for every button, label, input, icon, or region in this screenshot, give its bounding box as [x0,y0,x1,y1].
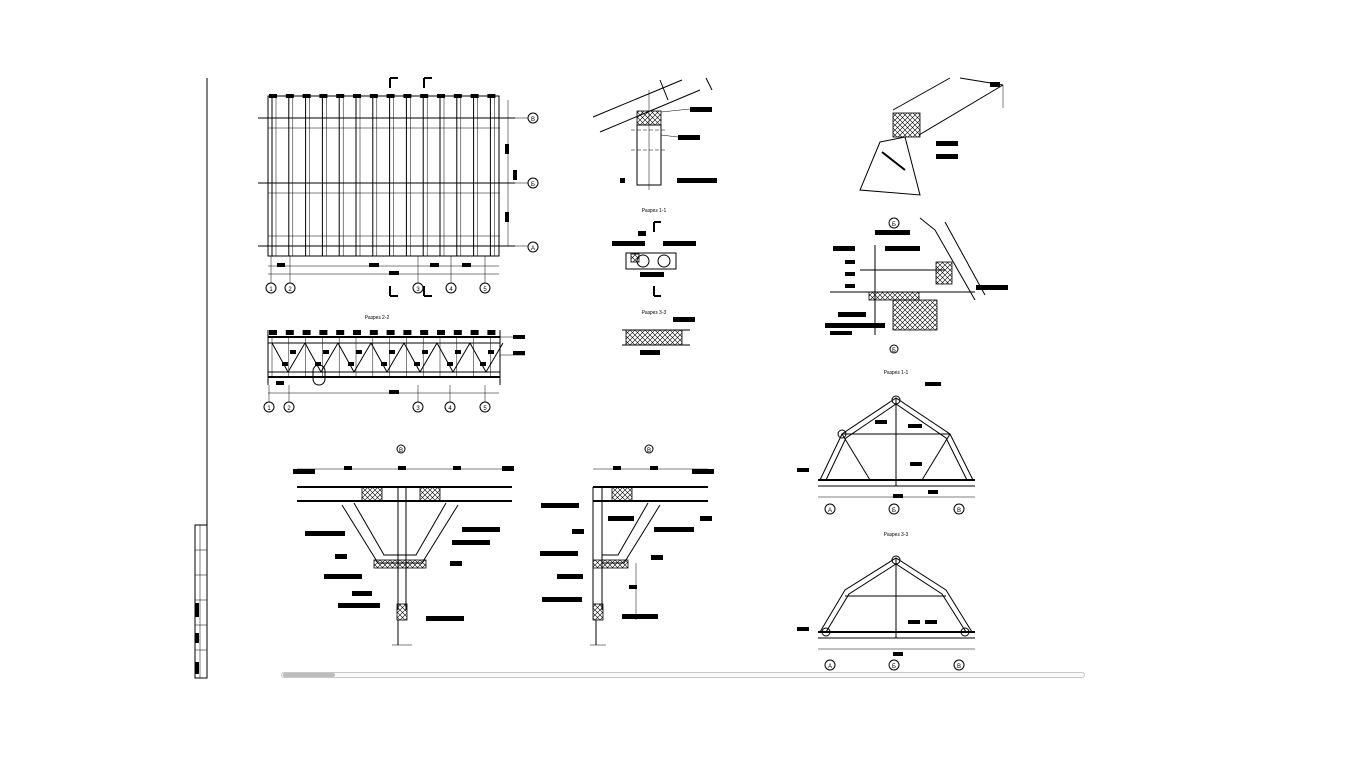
section-1-1-truss: Разрез 1-1 А Б В [797,370,975,515]
axis-letter: Б [892,664,896,670]
axis-letter: А [531,246,535,252]
axis-number: 4 [449,287,453,293]
node-mark: Б [892,348,896,354]
axis-number: 1 [267,406,271,412]
node-v-middle-detail: В [540,444,714,646]
roof-plan-view: В Б А 1 2 3 4 5 [258,77,539,297]
node-b-eaves-detail: Б Б [825,217,1008,354]
axis-number: 3 [416,406,420,412]
section-3-3-truss: Разрез 3-3 А Б В [797,532,975,671]
axis-letter: В [957,664,961,670]
axis-letter: А [828,508,832,514]
axis-letter: В [957,508,961,514]
node-mark: В [647,448,651,454]
section-title: Разрез 3-3 [642,310,667,316]
axis-number: 1 [269,287,273,293]
horizontal-scrollbar[interactable] [281,672,1085,678]
node-mark: В [399,448,403,454]
axis-letter: А [828,664,832,670]
plan-axis-numbers: 1 2 3 4 5 [265,256,491,294]
node-v-left-detail: В [293,444,514,646]
axis-number: 3 [416,287,420,293]
eaves-node-detail [859,77,1004,196]
axis-number: 5 [483,406,487,412]
axis-number: 4 [448,406,452,412]
section-axis-numbers: 1 2 3 4 5 [263,385,491,413]
section-title: Разрез 1-1 [884,370,909,376]
node-mark: Б [892,222,896,228]
section-1-1-small-detail: Разрез 1-1 [612,208,696,297]
section-title: Разрез 3-3 [884,532,909,538]
axis-number: 2 [288,287,292,293]
section-3-3-small-detail: Разрез 3-3 [622,310,695,355]
rafter-ridge-node-detail [592,77,717,190]
plan-axis-letters: В Б А [515,112,539,253]
axis-letter: В [531,117,535,123]
axis-letter: Б [892,508,896,514]
sheet-frame [194,78,208,679]
axis-letter: Б [531,182,535,188]
scrollbar-thumb[interactable] [283,673,335,677]
section-title: Разрез 1-1 [642,208,667,214]
section-title: Разрез 2-2 [365,315,390,321]
axis-number: 2 [287,406,291,412]
section-2-2-truss-elevation: Разрез 2-2 1 2 3 4 5 [263,315,525,413]
axis-number: 5 [483,287,487,293]
